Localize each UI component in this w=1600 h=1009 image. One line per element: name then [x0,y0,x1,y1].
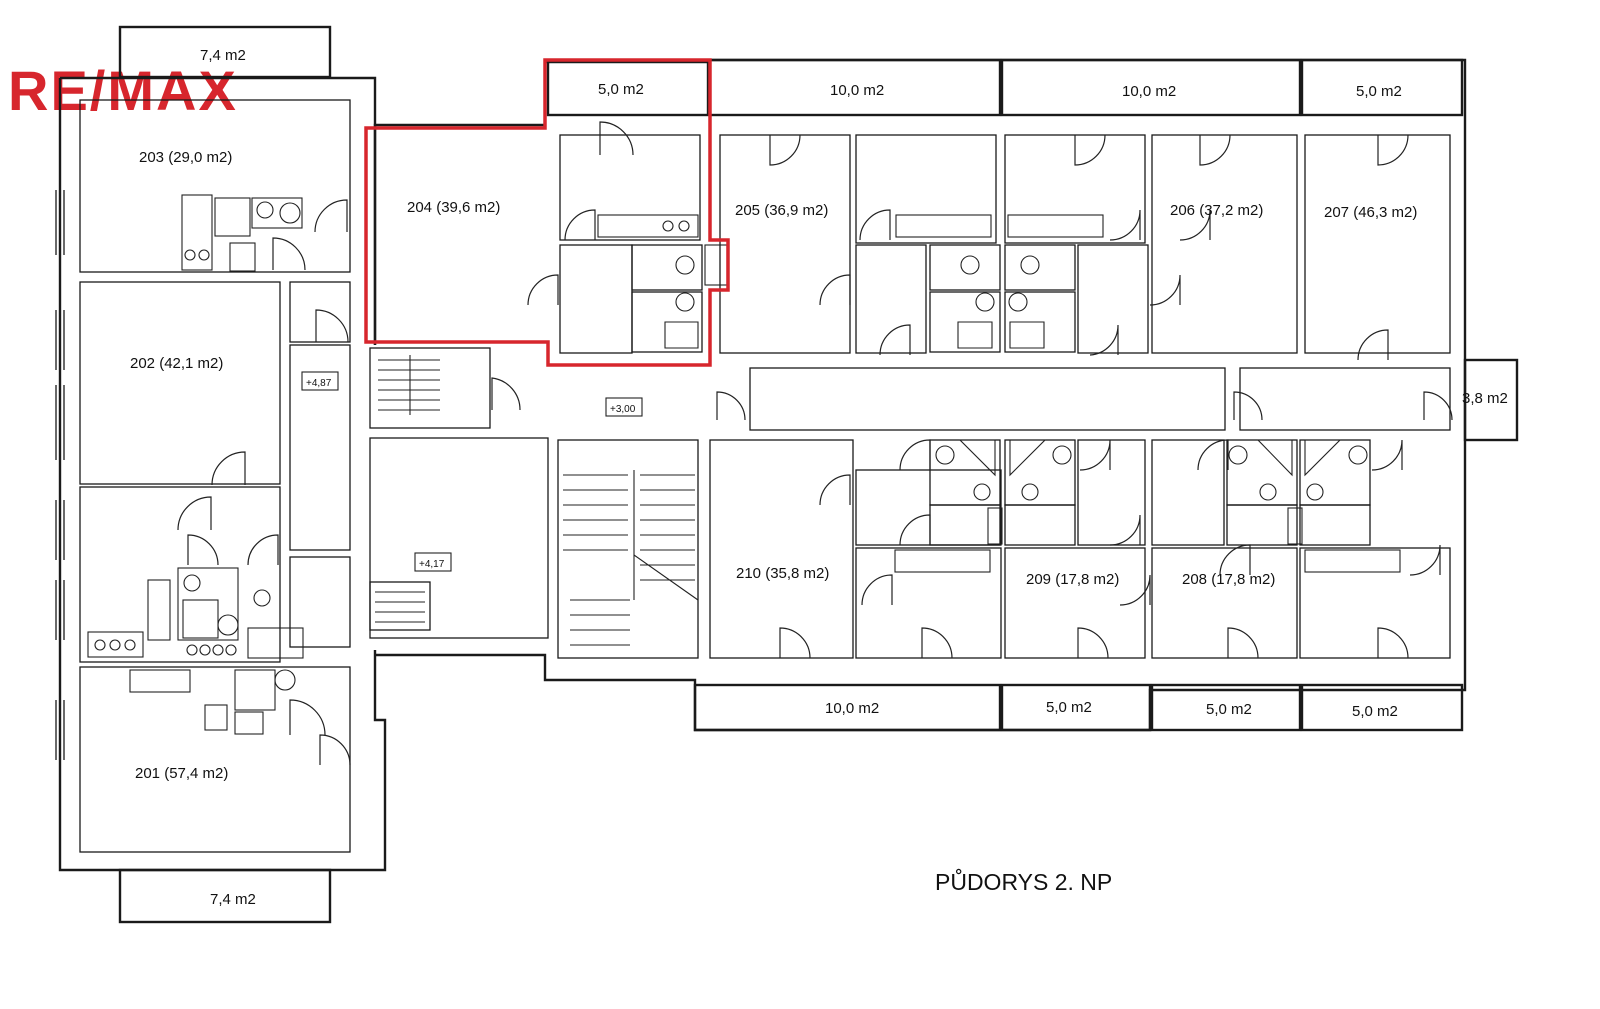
room-208-label: 208 (17,8 m2) [1182,571,1275,588]
balcony-bottom-3-label: 5,0 m2 [1206,701,1252,718]
room-206-label: 206 (37,2 m2) [1170,202,1263,219]
balcony-bottom-2-label: 5,0 m2 [1046,699,1092,716]
balcony-top-2-label: 10,0 m2 [830,82,884,99]
balcony-top-left-label: 7,4 m2 [200,47,246,64]
room-labels: 203 (29,0 m2) 202 (42,1 m2) 201 (57,4 m2… [130,149,1417,782]
level-487: +4,87 [306,378,332,389]
room-207-label: 207 (46,3 m2) [1324,204,1417,221]
balcony-bottom-4-label: 5,0 m2 [1352,703,1398,720]
room-202-label: 202 (42,1 m2) [130,355,223,372]
plan-title: PŮDORYS 2. NP [935,867,1112,895]
balcony-right-label: 3,8 m2 [1462,390,1508,407]
level-markers: +4,87 +3,00 +4,17 [301,371,643,572]
balconies [546,58,1519,732]
balcony-labels: 7,4 m2 7,4 m2 5,0 m2 10,0 m2 10,0 m2 5,0… [200,47,1508,908]
level-300: +3,00 [610,404,636,415]
balcony-top-3-label: 10,0 m2 [1122,83,1176,100]
balcony-bottom-left-label: 7,4 m2 [210,891,256,908]
room-205-label: 205 (36,9 m2) [735,202,828,219]
room-203-label: 203 (29,0 m2) [139,149,232,166]
room-210-label: 210 (35,8 m2) [736,565,829,582]
central-core [369,58,1467,732]
level-417: +4,17 [419,559,445,570]
unit-204-highlight [364,58,730,367]
room-209-label: 209 (17,8 m2) [1026,571,1119,588]
balcony-bottom-1-label: 10,0 m2 [825,700,879,717]
remax-logo: RE/MAX [8,59,238,122]
room-204-label: 204 (39,6 m2) [407,199,500,216]
left-wing [55,25,387,924]
balcony-top-4-label: 5,0 m2 [1356,83,1402,100]
room-201-label: 201 (57,4 m2) [135,765,228,782]
balcony-top-1-label: 5,0 m2 [598,81,644,98]
